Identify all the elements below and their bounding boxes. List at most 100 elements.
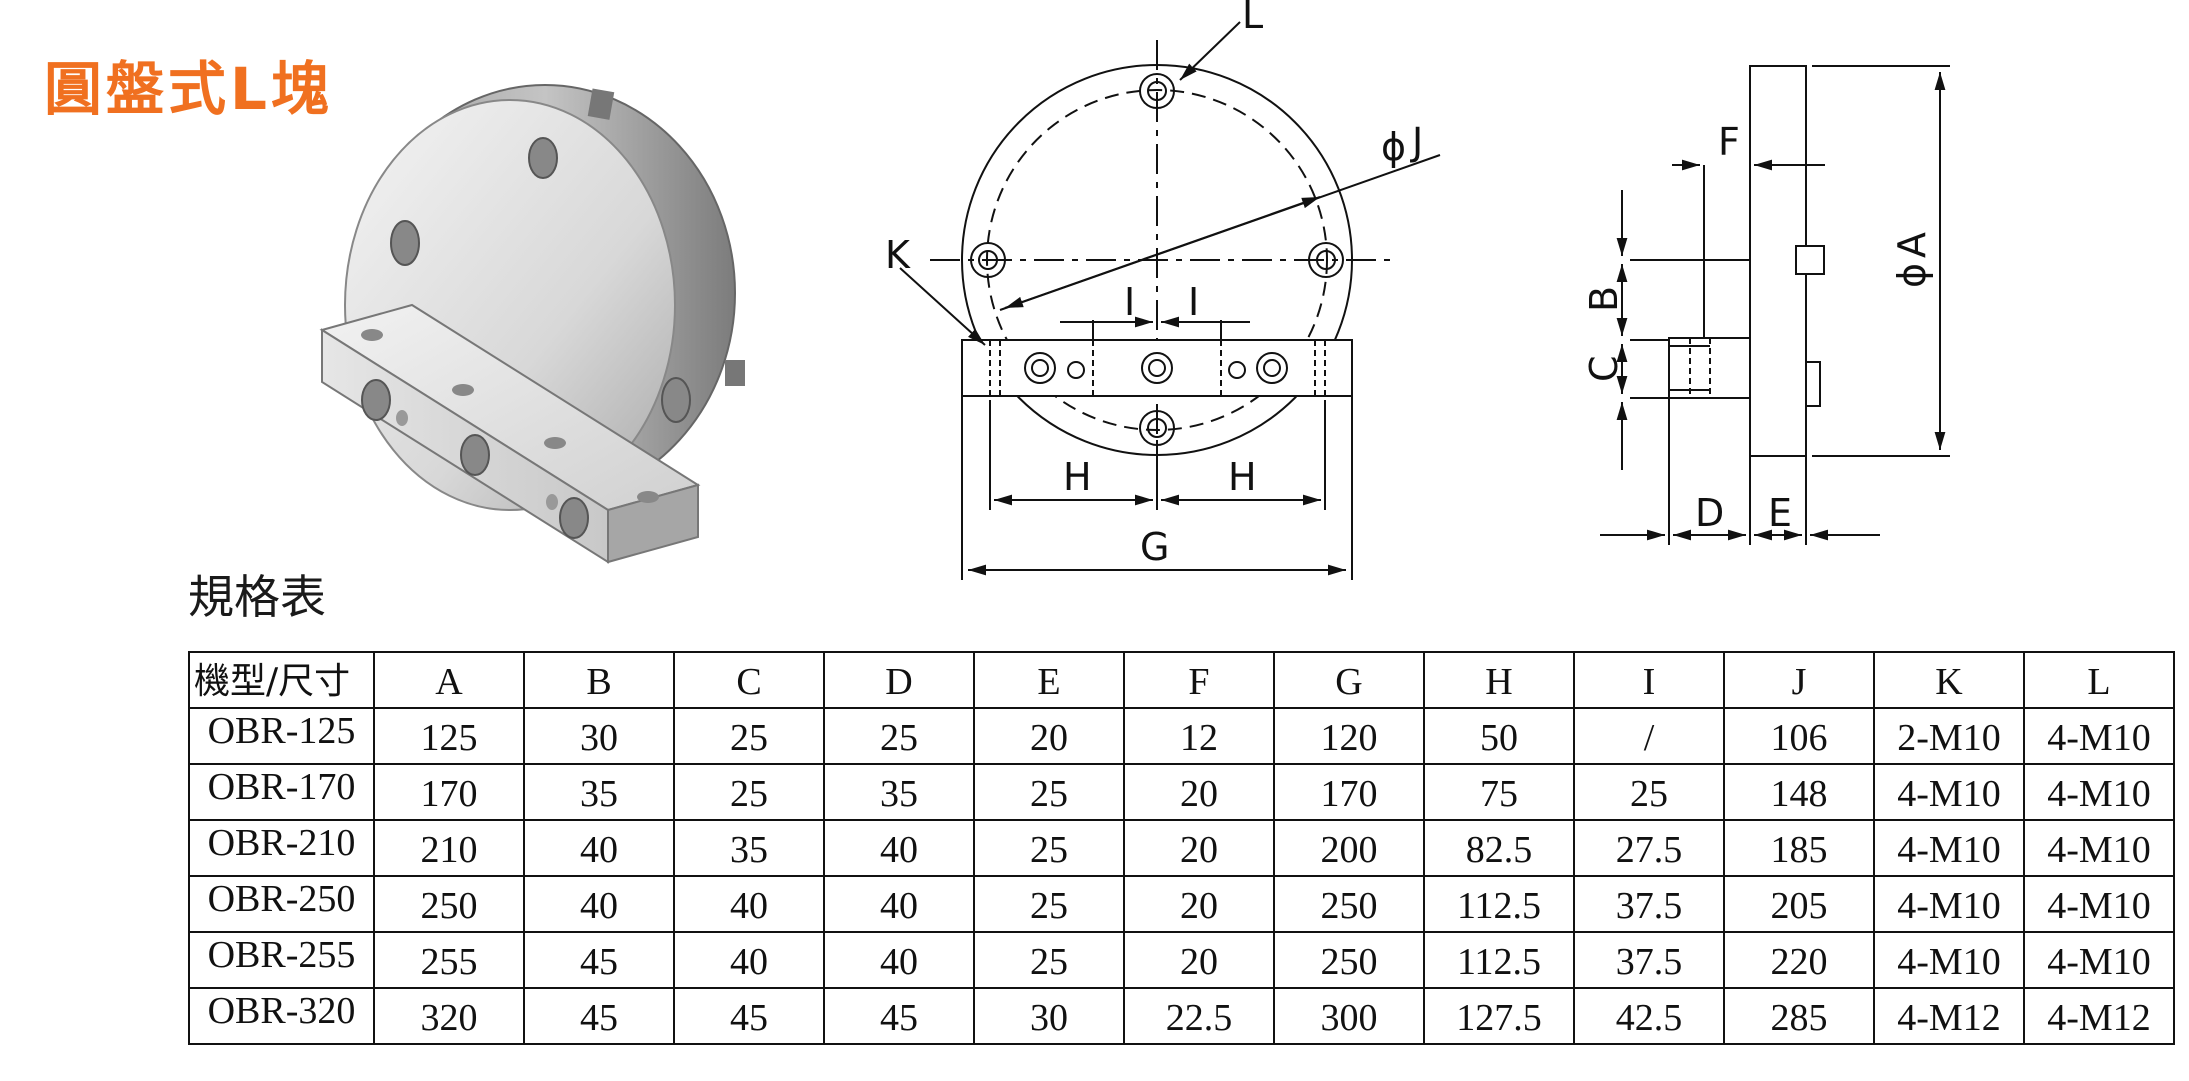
table-cell: 2-M10 — [1873, 707, 2025, 765]
table-cell: 35 — [823, 763, 975, 821]
table-cell: 4-M10 — [1873, 819, 2025, 877]
table-cell: 45 — [673, 987, 825, 1045]
table-cell: 185 — [1723, 819, 1875, 877]
table-cell: 75 — [1423, 763, 1575, 821]
table-cell: 200 — [1273, 819, 1425, 877]
table-cell: 35 — [673, 819, 825, 877]
table-cell: 120 — [1273, 707, 1425, 765]
table-cell: 40 — [823, 875, 975, 933]
label-D: D — [1695, 491, 1724, 535]
table-cell: 4-M10 — [1873, 875, 2025, 933]
label-L: L — [1242, 0, 1263, 37]
table-cell: 210 — [373, 819, 525, 877]
table-cell: 4-M12 — [2023, 987, 2175, 1045]
label-phi-A: ϕ — [1890, 263, 1934, 288]
table-cell: 4-M10 — [2023, 931, 2175, 989]
table-cell: 300 — [1273, 987, 1425, 1045]
header-I: I — [1573, 651, 1725, 709]
table-cell: 250 — [1273, 931, 1425, 989]
table-cell: 40 — [673, 875, 825, 933]
side-view-labels: F ϕ A B C D E — [1582, 120, 1934, 535]
table-cell: 106 — [1723, 707, 1875, 765]
table-row: OBR-170 170 35 25 35 25 20 170 75 25 148… — [188, 763, 2175, 821]
table-cell: 127.5 — [1423, 987, 1575, 1045]
table-cell: 25 — [973, 875, 1125, 933]
table-cell: 50 — [1423, 707, 1575, 765]
header-B: B — [523, 651, 675, 709]
table-cell: 82.5 — [1423, 819, 1575, 877]
table-cell: 20 — [973, 707, 1125, 765]
table-cell-model: OBR-170 — [188, 763, 375, 821]
label-H-right: H — [1228, 455, 1257, 499]
label-B: B — [1582, 286, 1626, 312]
table-header-row: 機型/尺寸 A B C D E F G H I J K L — [188, 651, 2175, 709]
table-cell: 30 — [973, 987, 1125, 1045]
table-cell: 4-M12 — [1873, 987, 2025, 1045]
table-cell: 37.5 — [1573, 875, 1725, 933]
table-cell: 320 — [373, 987, 525, 1045]
table-cell: 12 — [1123, 707, 1275, 765]
table-cell: 112.5 — [1423, 875, 1575, 933]
table-cell: 25 — [973, 763, 1125, 821]
table-cell: 20 — [1123, 875, 1275, 933]
spec-table-heading: 規格表 — [188, 570, 326, 624]
product-3d-illustration — [319, 84, 745, 564]
table-cell: 40 — [823, 819, 975, 877]
table-cell: 25 — [973, 931, 1125, 989]
table-cell: 4-M10 — [1873, 763, 2025, 821]
table-cell: 30 — [523, 707, 675, 765]
table-cell: 4-M10 — [2023, 875, 2175, 933]
label-I-right: I — [1188, 280, 1199, 324]
table-cell: 250 — [373, 875, 525, 933]
table-cell: 45 — [523, 931, 675, 989]
table-cell: 45 — [523, 987, 675, 1045]
header-D: D — [823, 651, 975, 709]
table-cell: 25 — [823, 707, 975, 765]
header-G: G — [1273, 651, 1425, 709]
label-H-left: H — [1063, 455, 1092, 499]
table-cell: 4-M10 — [1873, 931, 2025, 989]
header-L: L — [2023, 651, 2175, 709]
table-cell: 148 — [1723, 763, 1875, 821]
table-cell-model: OBR-250 — [188, 875, 375, 933]
table-cell: 20 — [1123, 763, 1275, 821]
label-F: F — [1718, 120, 1740, 164]
header-J: J — [1723, 651, 1875, 709]
table-cell: 285 — [1723, 987, 1875, 1045]
table-cell: 25 — [973, 819, 1125, 877]
table-row: OBR-250 250 40 40 40 25 20 250 112.5 37.… — [188, 875, 2175, 933]
table-cell: 250 — [1273, 875, 1425, 933]
table-cell: 25 — [673, 707, 825, 765]
side-view-drawing — [1600, 65, 1950, 545]
table-row: OBR-320 320 45 45 45 30 22.5 300 127.5 4… — [188, 987, 2175, 1045]
table-cell: 37.5 — [1573, 931, 1725, 989]
table-cell: 255 — [373, 931, 525, 989]
label-I-left: I — [1124, 280, 1135, 324]
label-C: C — [1582, 355, 1626, 382]
table-cell: 35 — [523, 763, 675, 821]
table-cell: 40 — [523, 875, 675, 933]
table-cell: 27.5 — [1573, 819, 1725, 877]
table-row: OBR-255 255 45 40 40 25 20 250 112.5 37.… — [188, 931, 2175, 989]
table-cell: 40 — [823, 931, 975, 989]
table-cell: 112.5 — [1423, 931, 1575, 989]
table-cell-model: OBR-125 — [188, 707, 375, 765]
table-cell: 205 — [1723, 875, 1875, 933]
table-cell-model: OBR-255 — [188, 931, 375, 989]
table-row: OBR-125 125 30 25 25 20 12 120 50 / 106 … — [188, 707, 2175, 765]
label-A: A — [1890, 232, 1934, 258]
header-C: C — [673, 651, 825, 709]
front-view-drawing — [899, 21, 1441, 580]
header-E: E — [973, 651, 1125, 709]
label-E: E — [1768, 491, 1792, 535]
header-F: F — [1123, 651, 1275, 709]
table-cell: 170 — [373, 763, 525, 821]
table-cell: 40 — [673, 931, 825, 989]
product-title: 圓盤式L塊 — [44, 55, 333, 123]
table-cell-model: OBR-210 — [188, 819, 375, 877]
spec-table: 機型/尺寸 A B C D E F G H I J K L OBR-125 12… — [188, 651, 2175, 1045]
table-cell: 220 — [1723, 931, 1875, 989]
label-G: G — [1140, 525, 1169, 569]
table-cell: / — [1573, 707, 1725, 765]
